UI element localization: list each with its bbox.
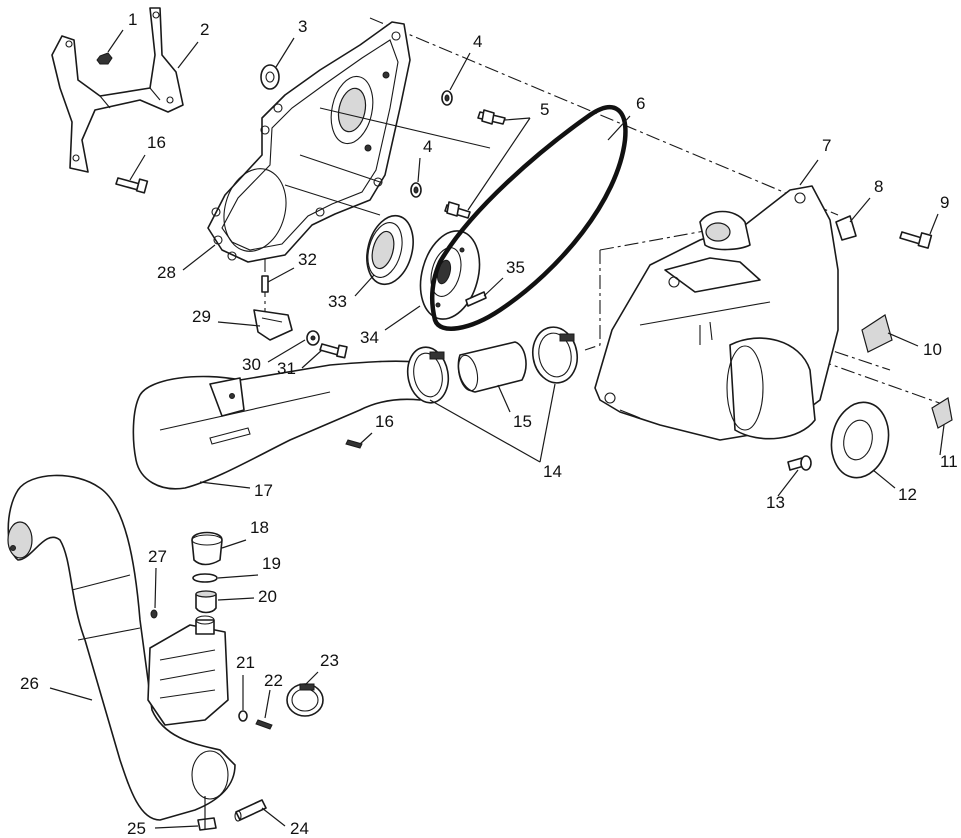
callout-c15: 15 [513,412,532,431]
small-decal [931,397,953,429]
callout-c23: 23 [320,651,339,670]
callout-c7: 7 [822,136,831,155]
callout-c2: 2 [200,20,209,39]
cover-screw [787,455,812,471]
callout-c30: 30 [242,355,261,374]
bracket-nut [96,52,113,65]
mounting-bracket [51,7,184,173]
callout-c11: 11 [940,452,958,471]
mount-bolt [319,343,348,359]
callout-c22: 22 [264,671,283,690]
cover-washer [260,64,280,90]
lower-mount-bracket [253,309,293,341]
inner-cover-plate [207,21,491,263]
callout-c6: 6 [636,94,645,113]
callout-c24: 24 [290,819,309,838]
callout-c26: 26 [20,674,39,693]
plate-bolt [465,291,487,307]
callout-c18: 18 [250,518,269,537]
box-screw [255,719,273,730]
intake-duct [132,360,421,490]
callout-c12: 12 [898,485,917,504]
callout-c13: 13 [766,493,785,512]
cover-bolt [899,231,933,249]
mount-washer [306,330,320,346]
callout-c21: 21 [236,653,255,672]
callout-c27: 27 [148,547,167,566]
upper-washer [441,90,453,106]
mount-pin [261,275,269,293]
exhaust-duct [7,474,236,821]
callout-c16a: 16 [147,133,166,152]
box-clamp [286,683,324,717]
callout-c4a: 4 [473,32,482,51]
bracket-bolt [115,177,149,194]
callout-c34: 34 [360,328,379,347]
callout-c16b: 16 [375,412,394,431]
callout-c17: 17 [254,481,273,500]
air-box [147,615,229,726]
callout-c10: 10 [923,340,942,359]
warning-decal [861,314,893,353]
drain-tube [234,799,267,822]
outer-clutch-cover [594,185,839,441]
upper-cover-bolt [477,109,506,125]
callout-c4b: 4 [423,137,432,156]
callout-c25: 25 [127,819,146,838]
callout-c35: 35 [506,258,525,277]
callout-c20: 20 [258,587,277,606]
duct-nut [150,609,158,619]
cover-gasket [830,401,890,479]
callout-c5: 5 [540,100,549,119]
hose-clamp-right [531,326,579,384]
cap-o-ring [192,573,218,583]
filler-cap [191,531,223,566]
callout-c9: 9 [940,193,949,212]
callout-c1: 1 [128,10,137,29]
lower-cover-bolt [444,201,471,219]
drive-belt [430,105,628,331]
cover-clip [835,215,857,241]
callout-c14: 14 [543,462,562,481]
callout-c33: 33 [328,292,347,311]
callout-c8: 8 [874,177,883,196]
callout-c19: 19 [262,554,281,573]
seal-ring [366,214,414,286]
callout-c3: 3 [298,17,307,36]
leader-lines [49,29,945,830]
lower-washer [410,182,422,198]
callout-c28: 28 [157,263,176,282]
drain-clip [197,817,217,831]
bearing-plate [419,230,481,320]
duct-sleeve [457,341,527,393]
filler-fitting [195,590,217,614]
callout-c32: 32 [298,250,317,269]
duct-screw [345,439,363,449]
callout-c29: 29 [192,307,211,326]
box-washer [238,710,248,722]
callout-c31: 31 [277,359,296,378]
hose-clamp-left [406,346,450,404]
